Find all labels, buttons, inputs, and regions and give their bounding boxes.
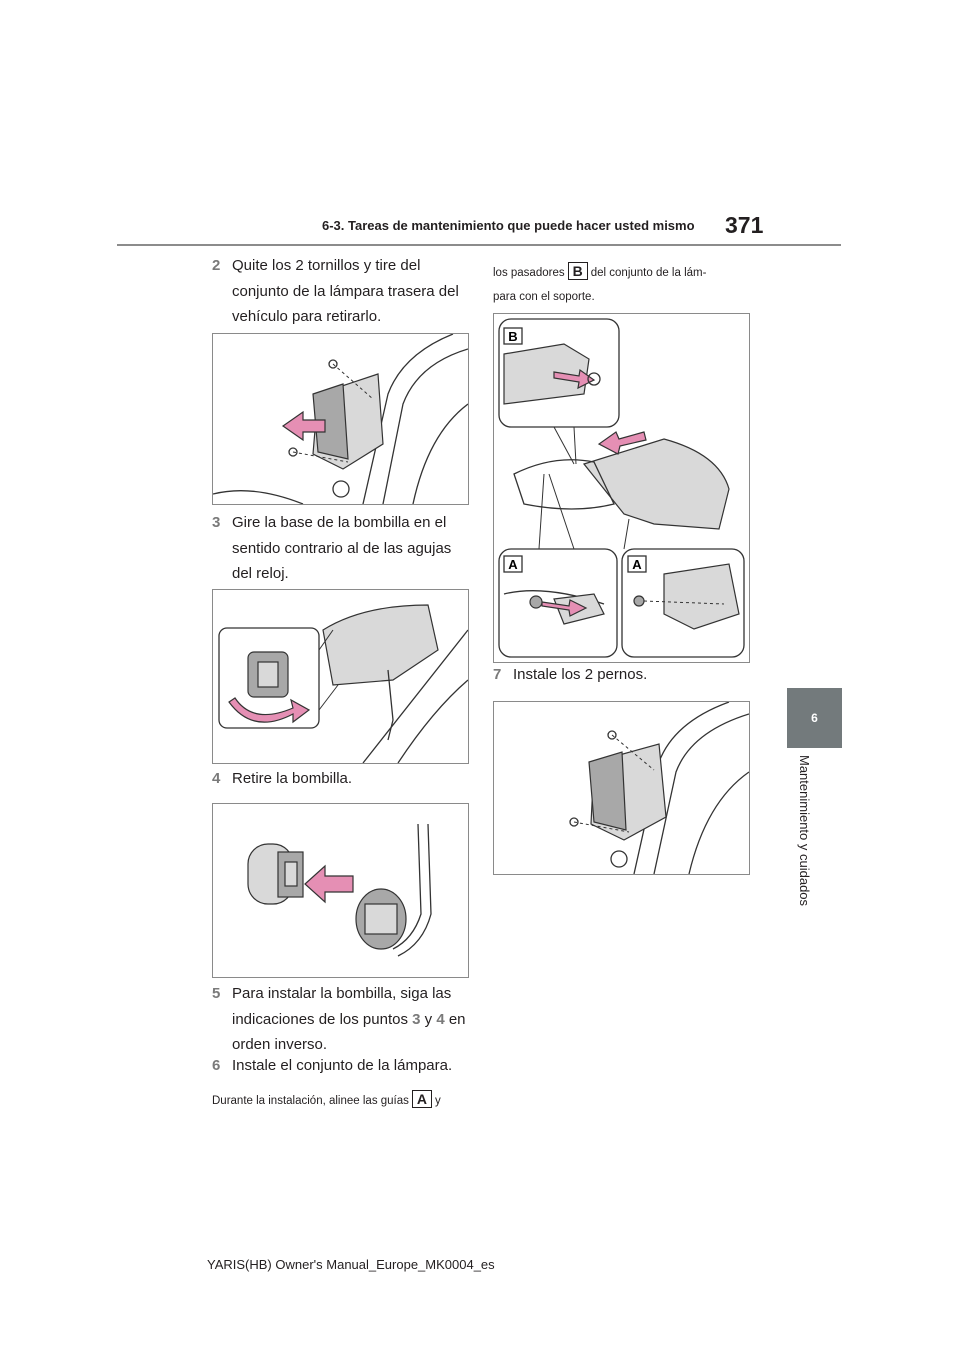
figure-remove-screws	[212, 333, 469, 505]
step-text: Retire la bombilla.	[232, 770, 353, 787]
step-number: 6	[212, 1057, 221, 1074]
label-a: A	[411, 1090, 433, 1108]
step-text: Instale los 2 pernos.	[513, 666, 648, 683]
figure-label-b: B	[508, 329, 517, 344]
label-b: B	[567, 262, 588, 280]
step-text: Para instalar la bombilla, siga las indi…	[232, 985, 466, 1053]
step-ref: 4	[436, 1010, 445, 1028]
installation-note-part3: para con el soporte.	[493, 291, 595, 303]
bulb-base-rotation-illustration	[218, 604, 468, 763]
step-number: 4	[212, 770, 221, 787]
installation-note-part1: Durante la instalación, alinee las guías…	[212, 1090, 441, 1108]
tail-lamp-removal-illustration	[213, 334, 468, 504]
section-title: 6-3. Tareas de mantenimiento que puede h…	[322, 218, 695, 233]
figure-align-guides-pins: B A A	[493, 313, 750, 663]
step-2: 2 Quite los 2 tornillos y tire del conju…	[212, 253, 472, 330]
step-4: 4 Retire la bombilla.	[212, 766, 472, 792]
bulb-removal-illustration	[247, 823, 432, 957]
chapter-label: Mantenimiento y cuidados	[797, 755, 812, 907]
step-text: Quite los 2 tornillos y tire del conjunt…	[232, 257, 459, 325]
step-number: 7	[493, 666, 502, 683]
step-3: 3 Gire la base de la bombilla en el sent…	[212, 510, 472, 587]
step-5: 5 Para instalar la bombilla, siga las in…	[212, 981, 477, 1058]
step-text: Gire la base de la bombilla en el sentid…	[232, 514, 452, 582]
figure-remove-bulb	[212, 803, 469, 978]
figure-label-a-left: A	[508, 557, 518, 572]
step-number: 3	[212, 514, 221, 531]
step-number: 5	[212, 985, 221, 1002]
bolt-installation-illustration	[569, 702, 749, 874]
step-7: 7 Instale los 2 pernos.	[493, 662, 753, 688]
header-rule	[117, 244, 841, 246]
chapter-number: 6	[811, 711, 818, 725]
step-number: 2	[212, 257, 221, 274]
page-number: 371	[725, 212, 764, 238]
figure-install-bolts	[493, 701, 750, 875]
chapter-tab: 6	[787, 688, 842, 748]
footer-manual-id: YARIS(HB) Owner's Manual_Europe_MK0004_e…	[207, 1257, 495, 1272]
step-text: Instale el conjunto de la lámpara.	[232, 1057, 453, 1074]
figure-label-a-right: A	[632, 557, 642, 572]
step-ref: 3	[412, 1010, 421, 1028]
figure-twist-bulb-base	[212, 589, 469, 764]
lamp-alignment-illustration: B A A	[498, 318, 745, 658]
step-6: 6 Instale el conjunto de la lámpara.	[212, 1053, 472, 1079]
